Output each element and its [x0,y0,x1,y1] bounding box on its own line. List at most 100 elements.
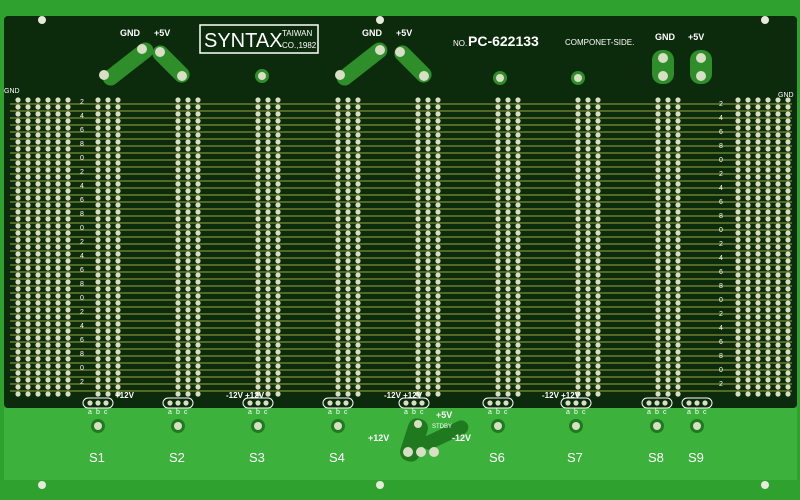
row-number: 2 [719,171,723,178]
pad [345,132,351,138]
abc-pad [183,400,189,406]
pad [675,104,681,110]
pad [415,356,421,362]
pad [265,153,271,159]
pad [25,335,31,341]
pad [435,153,441,159]
pad [755,384,761,390]
pad [415,230,421,236]
pad [505,314,511,320]
abc-label: a [88,409,92,416]
pad [665,237,671,243]
pad [105,342,111,348]
pad [735,223,741,229]
pad [765,146,771,152]
pad [25,258,31,264]
pad [65,139,71,145]
pad [735,370,741,376]
abc-label: c [264,409,268,416]
abc-pad [565,400,571,406]
pad [175,279,181,285]
pad [55,251,61,257]
pad [775,244,781,250]
pad [775,251,781,257]
pad [265,377,271,383]
pad [735,125,741,131]
row-number: 6 [719,199,723,206]
pad [655,174,661,180]
pad [775,188,781,194]
row-number: 4 [80,323,84,330]
pad [655,286,661,292]
pad [175,307,181,313]
pad [585,363,591,369]
pad [105,251,111,257]
pad [495,300,501,306]
abc-label: a [488,409,492,416]
pad [55,223,61,229]
pad [515,321,521,327]
pad [185,188,191,194]
pad [195,202,201,208]
pad [735,342,741,348]
pad [345,216,351,222]
pad [255,244,261,250]
pad [355,307,361,313]
pad [105,132,111,138]
pad [515,104,521,110]
pad [35,188,41,194]
pad [425,160,431,166]
pad [435,118,441,124]
pad [15,286,21,292]
pad [745,202,751,208]
abc-pad [503,400,509,406]
pad [765,111,771,117]
pad [275,195,281,201]
pad [95,321,101,327]
pad [15,111,21,117]
pad [255,188,261,194]
pad [275,97,281,103]
pad [515,146,521,152]
pad [25,104,31,110]
pad [265,293,271,299]
pad [415,244,421,250]
top-5v-label-1: +5V [154,28,170,38]
pad [95,132,101,138]
pad [495,244,501,250]
pad [775,342,781,348]
abc-label: b [655,409,659,416]
pad [425,146,431,152]
pad [115,314,121,320]
pad [425,202,431,208]
pad [745,97,751,103]
pad [755,265,761,271]
pad [675,244,681,250]
abc-label: b [412,409,416,416]
abc-label: a [566,409,570,416]
pad [435,377,441,383]
pad [675,181,681,187]
pad [115,202,121,208]
pad [665,139,671,145]
pad [495,111,501,117]
pad [355,153,361,159]
pad [185,293,191,299]
pad [495,272,501,278]
pad [35,132,41,138]
pad [775,174,781,180]
pad [95,202,101,208]
pad [505,335,511,341]
pad [745,370,751,376]
bus-traces [10,103,792,392]
pad [765,160,771,166]
pad [425,279,431,285]
pad [755,209,761,215]
abc-pad [694,400,700,406]
pad [745,125,751,131]
pad [665,328,671,334]
pad [595,307,601,313]
pad [775,363,781,369]
pad [655,188,661,194]
pad [595,160,601,166]
